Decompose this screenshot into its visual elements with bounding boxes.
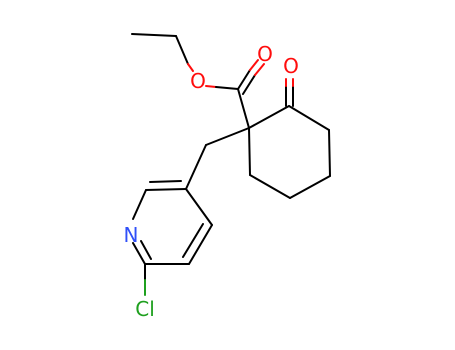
ester-oxygen-label: O <box>190 69 206 93</box>
ester-carbonyl-oxygen-label: O <box>257 42 273 66</box>
bond-o-ester-carbonyl-c-black <box>215 86 239 90</box>
bond-ch3-ch2 <box>131 33 177 37</box>
bond-ch2-pyridine <box>185 144 207 190</box>
bond-carbonyl-c-quat-c <box>237 88 250 129</box>
bond-pyr-n-c6-inner <box>140 240 152 260</box>
bond-carbonyl-double-2-red <box>254 63 265 76</box>
bond-carbonyl-double-2 <box>242 74 256 95</box>
bond-ring-c5-c6 <box>249 174 291 199</box>
chlorine-label: Cl <box>135 297 155 321</box>
bond-ring-c1-c2 <box>248 105 290 129</box>
bond-carbonyl-double-1-red <box>249 59 259 71</box>
bond-o-ester-ch2-red <box>187 63 194 72</box>
bond-ring-c3-c4 <box>328 129 331 177</box>
bond-quat-c-ch2 <box>205 127 250 146</box>
bond-carbonyl-double-1 <box>237 69 251 90</box>
bond-pyr-c3-c2-inner <box>149 180 182 183</box>
bond-pyr-c5-c4 <box>188 224 213 265</box>
bond-pyr-c2-n <box>132 189 147 220</box>
bond-pyr-c5-c4-inner <box>182 223 204 258</box>
ketone-oxygen-label: O <box>283 54 299 78</box>
bond-ring-c2-c3 <box>288 105 330 131</box>
bond-ring-c4-c5 <box>289 175 331 199</box>
bond-ch2-o-ester <box>175 35 189 65</box>
bond-pyr-c4-c3 <box>185 188 213 226</box>
bond-pyr-n-c6 <box>132 242 146 265</box>
bond-pyr-c3-c2 <box>145 188 187 191</box>
bond-ring-c6-c1 <box>248 127 251 176</box>
pyridine-nitrogen-label: N <box>124 223 139 247</box>
bond-o-ester-carbonyl-c <box>205 85 217 88</box>
